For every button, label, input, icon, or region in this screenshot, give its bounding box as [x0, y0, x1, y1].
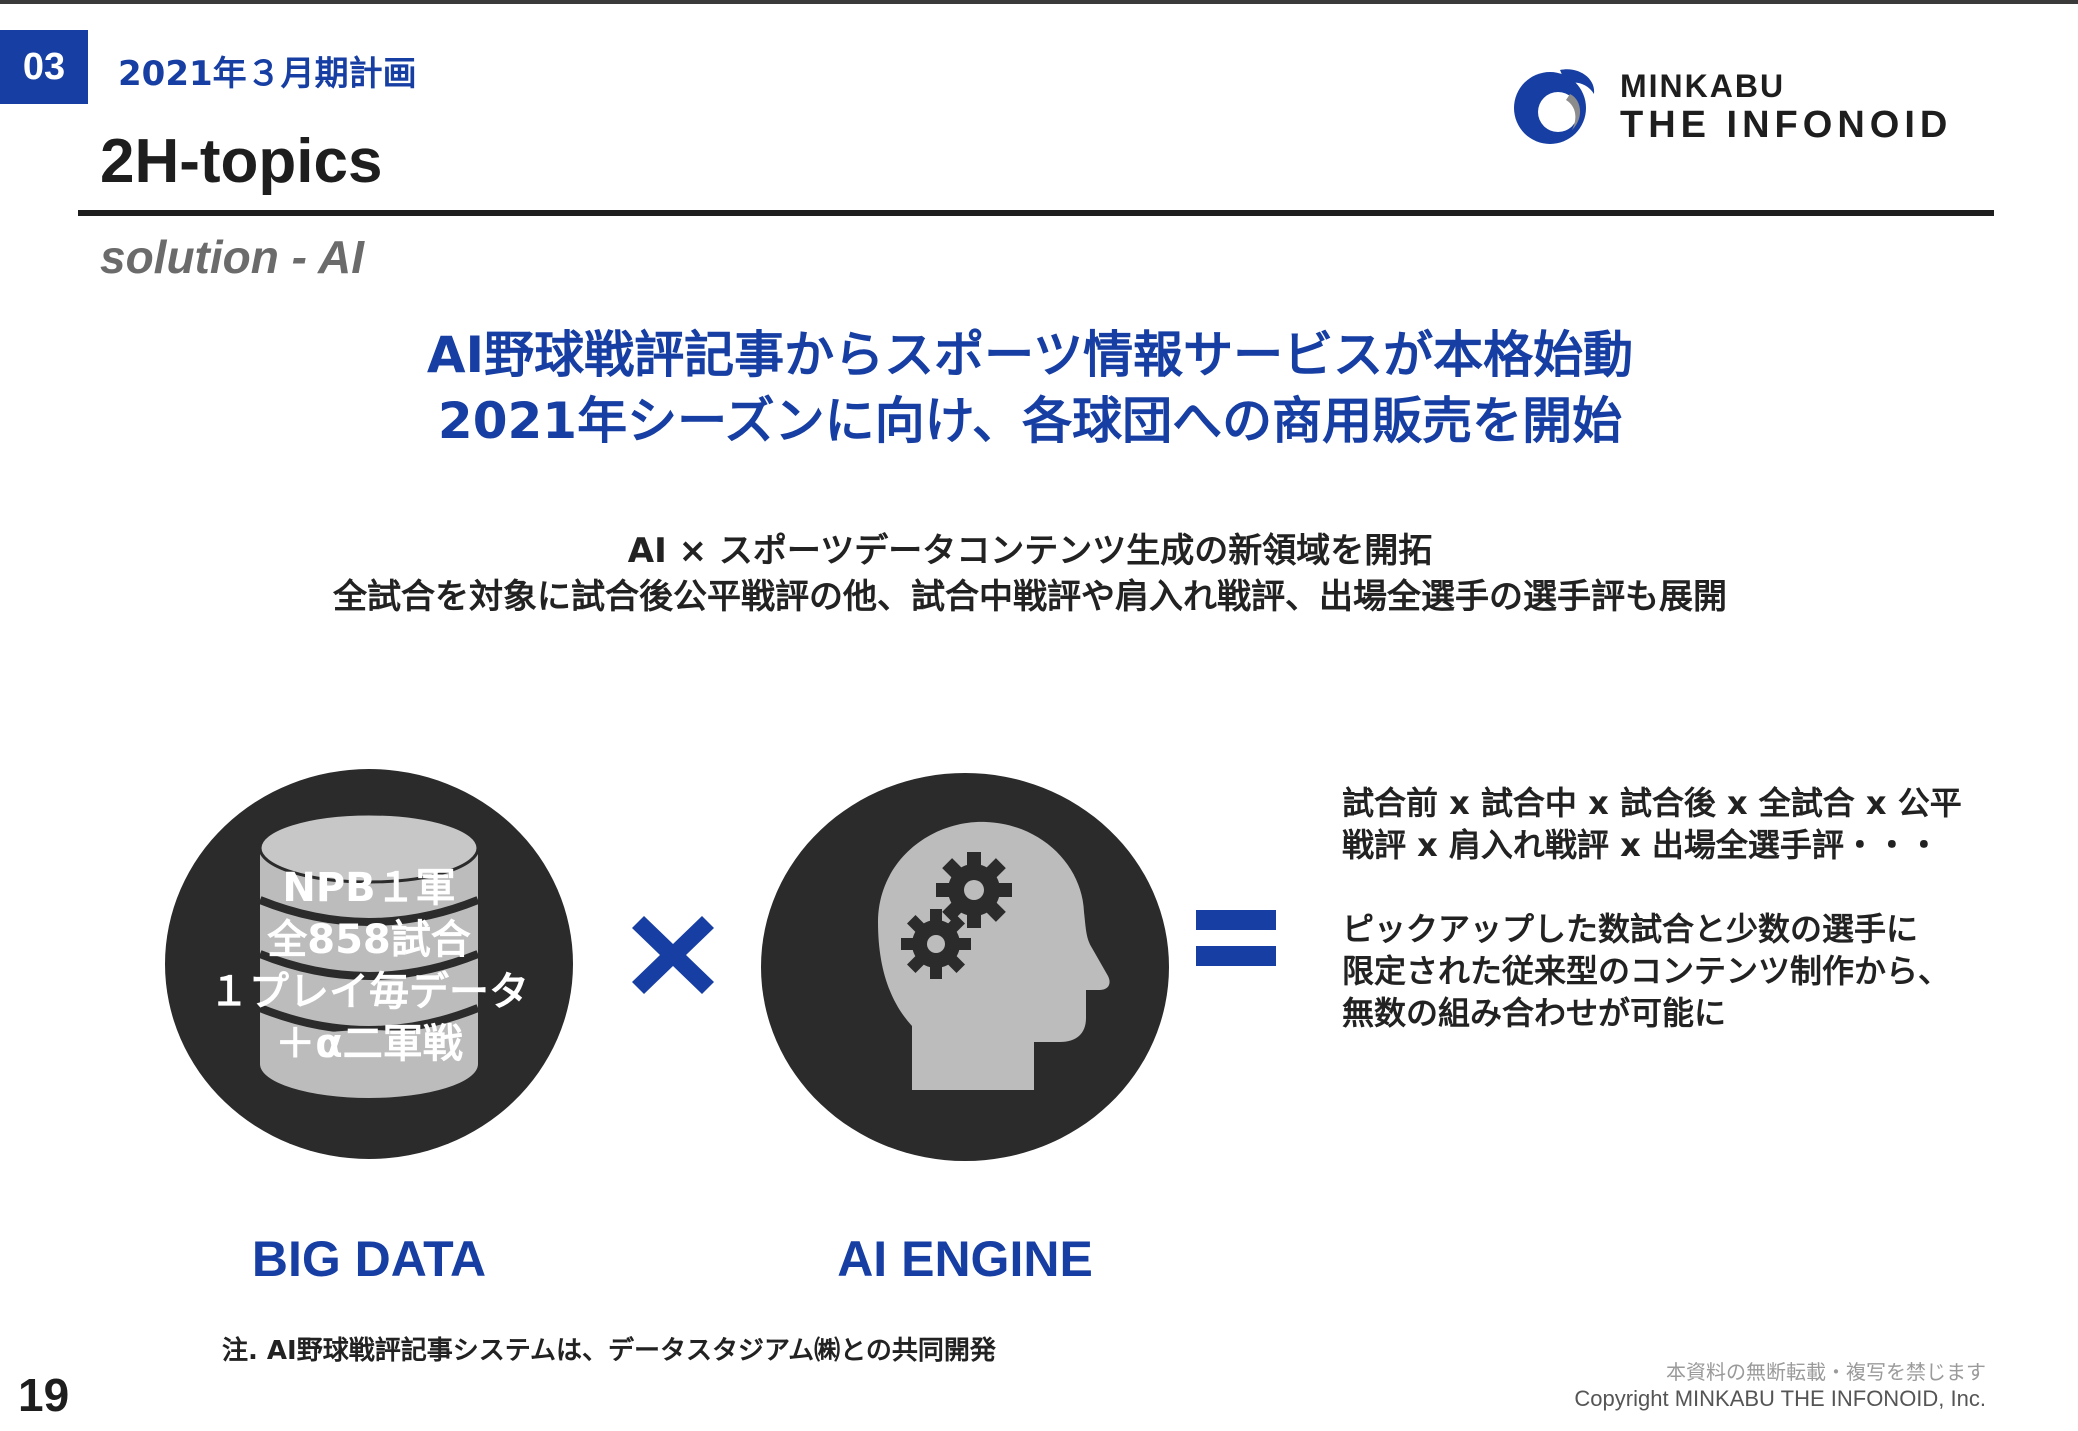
description-line-2: 戦評 x 肩入れ戦評 x 出場全選手評・・・: [1342, 826, 1940, 864]
page-title: 2H-topics: [100, 127, 383, 196]
description: 試合前 x 試合中 x 試合後 x 全試合 x 公平 戦評 x 肩入れ戦評 x …: [1342, 782, 2002, 1034]
big-data-line-1: NPB１軍: [282, 865, 456, 911]
equals-icon: [1196, 910, 1276, 966]
subheadline-line-1: AI × スポーツデータコンテンツ生成の新領域を開拓: [627, 531, 1433, 571]
big-data-label: BIG DATA: [251, 1231, 487, 1287]
multiply-icon: [632, 916, 714, 994]
ai-engine-label: AI ENGINE: [837, 1231, 1093, 1287]
big-data-text: NPB１軍 全858試合 １プレイ毎データ ＋α二軍戦: [164, 862, 574, 1070]
headline-line-2: 2021年シーズンに向け、各球団への商用販売を開始: [437, 392, 1623, 450]
description-line-3: ピックアップした数試合と少数の選手に: [1342, 910, 1919, 948]
description-line-1: 試合前 x 試合中 x 試合後 x 全試合 x 公平: [1342, 784, 1962, 822]
section-title: 2021年３月期計画: [118, 54, 417, 94]
headline-line-1: AI野球戦評記事からスポーツ情報サービスが本格始動: [426, 326, 1634, 384]
big-data-line-2: 全858試合: [267, 917, 471, 963]
logo-text-minkabu: MINKABU: [1620, 68, 1786, 104]
page-number: 19: [18, 1369, 70, 1421]
reproduction-notice: 本資料の無断転載・複写を禁じます: [1666, 1360, 1986, 1384]
ai-brain-gears-icon: [761, 773, 1169, 1161]
big-data-line-3: １プレイ毎データ: [209, 969, 529, 1015]
description-line-5: 無数の組み合わせが可能に: [1342, 994, 1727, 1032]
logo-mark-icon: [1514, 69, 1595, 144]
footnote: 注. AI野球戦評記事システムは、データスタジアム㈱との共同開発: [222, 1336, 996, 1366]
big-data-database-icon: [165, 769, 573, 1159]
company-logo: MINKABU THE INFONOID: [1508, 60, 2008, 160]
big-data-line-4: ＋α二軍戦: [275, 1021, 463, 1067]
heading-divider: [78, 210, 1994, 216]
logo-text-infonoid: THE INFONOID: [1620, 104, 1953, 146]
description-line-4: 限定された従来型のコンテンツ制作から、: [1342, 952, 1951, 990]
subheadline: AI × スポーツデータコンテンツ生成の新領域を開拓 全試合を対象に試合後公平戦…: [200, 528, 1860, 620]
section-number-badge: 03: [0, 30, 88, 104]
page-subtitle: solution - AI: [100, 231, 365, 283]
copyright: Copyright MINKABU THE INFONOID, Inc.: [1574, 1386, 1986, 1411]
subheadline-line-2: 全試合を対象に試合後公平戦評の他、試合中戦評や肩入れ戦評、出場全選手の選手評も展…: [333, 577, 1727, 617]
top-border: [0, 0, 2078, 4]
headline: AI野球戦評記事からスポーツ情報サービスが本格始動 2021年シーズンに向け、各…: [200, 322, 1860, 454]
